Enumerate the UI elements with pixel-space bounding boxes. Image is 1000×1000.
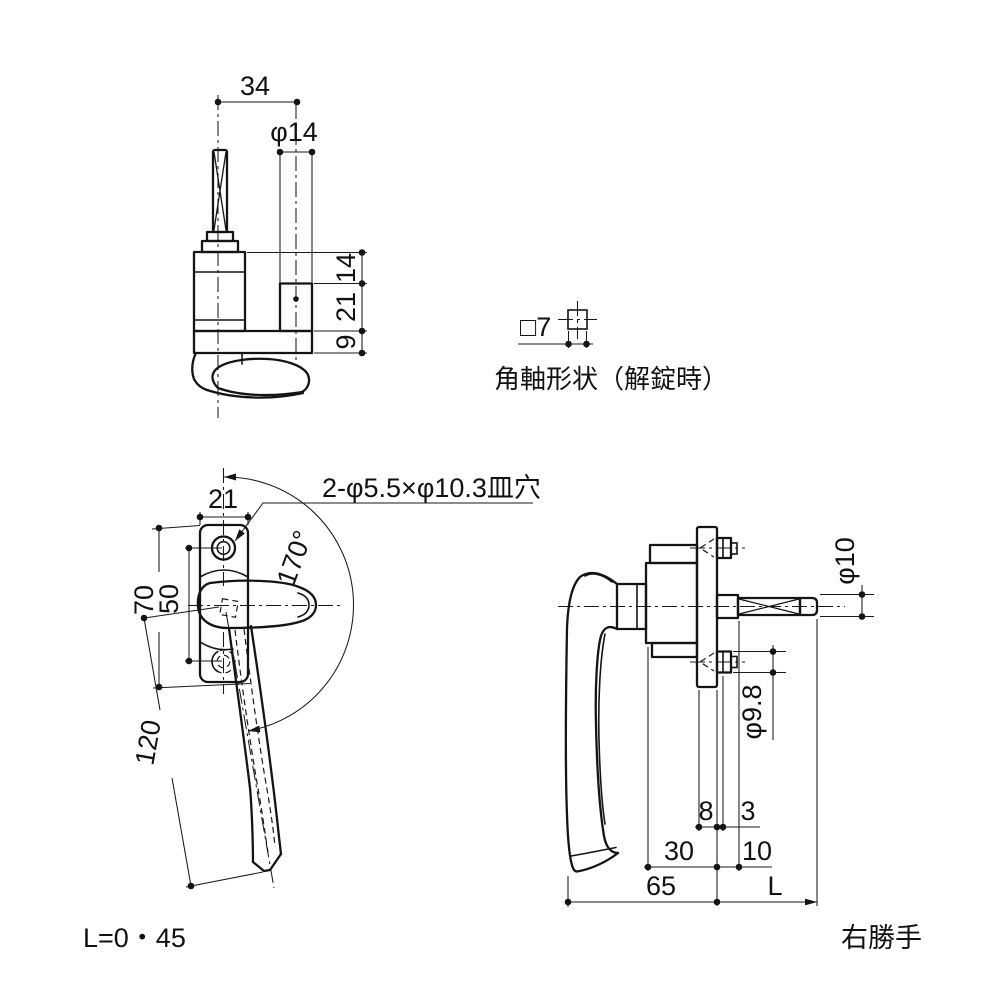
length-note: L=0・45: [83, 923, 186, 953]
lever-tip: [251, 852, 283, 873]
dim-50: 50: [154, 544, 222, 665]
dim-21-front: 21: [196, 484, 252, 525]
screw-bottom: [698, 650, 738, 674]
body-step-top: [648, 543, 699, 565]
dim-phi98-label: φ9.8: [737, 684, 767, 739]
dim-50-label: 50: [154, 584, 184, 614]
front-view: 170° 2-φ5.5×φ10.3皿穴 21 70 50: [83, 468, 541, 953]
mount-plate: [198, 523, 250, 684]
dim-phi14-label: φ14: [270, 117, 318, 147]
handle-body: [192, 250, 247, 333]
screw-top: [698, 536, 738, 560]
dim-L-label: L: [767, 871, 782, 901]
spindle-collar-2: [200, 239, 240, 254]
dim-65-label: 65: [646, 871, 676, 901]
square-hole-hidden: [219, 598, 239, 618]
square-shaft-symbol: □7 角軸形状（解錠時）: [494, 301, 728, 394]
countersink-note: 2-φ5.5×φ10.3皿穴: [234, 473, 541, 542]
side-view: φ10 φ9.8 8 3 30 10: [558, 525, 922, 953]
dim-120-label: 120: [129, 718, 166, 768]
dim-21-front-label: 21: [208, 484, 238, 514]
dim-70: 70: [129, 524, 251, 691]
square-7-label: □7: [520, 312, 551, 342]
base-plate: [192, 329, 314, 355]
grip-hook: [191, 351, 209, 392]
dim-3-label: 3: [740, 796, 755, 826]
body-step-bottom: [650, 641, 699, 659]
countersink-note-label: 2-φ5.5×φ10.3皿穴: [322, 473, 541, 503]
handle-outer-edge: [564, 571, 619, 873]
top-view: 34 φ14 14 21 9: [191, 71, 367, 418]
dim-phi10-label: φ10: [830, 537, 860, 585]
handle-inner-edge: [594, 625, 620, 855]
dim-21-label: 21: [331, 292, 361, 322]
grip-front: [196, 579, 318, 630]
square-shaft-caption: 角軸形状（解錠時）: [494, 364, 728, 394]
catch-block: [278, 282, 314, 333]
dim-14-label: 14: [331, 253, 361, 283]
dim-120: 120: [129, 606, 264, 890]
hand-note: 右勝手: [841, 923, 922, 953]
dim-phi14: φ14: [270, 117, 318, 283]
dim-phi98: φ9.8: [733, 645, 786, 740]
grip-top-outline: [211, 357, 311, 397]
body-main: [644, 561, 699, 645]
spindle-end-cap: [798, 596, 819, 617]
dim-8-3: 8 3: [695, 796, 760, 831]
spindle-collar-1: [205, 230, 235, 243]
dim-phi10: φ10: [820, 537, 874, 620]
dim-stack-right: 14 21 9: [247, 249, 367, 357]
neck: [615, 582, 648, 631]
dim-9-label: 9: [331, 334, 361, 349]
dim-10-label: 10: [742, 836, 772, 866]
dim-30-label: 30: [664, 836, 694, 866]
dim-8-label: 8: [698, 796, 713, 826]
dim-30-10: 30 10: [644, 836, 772, 871]
dim-170-label: 170°: [271, 527, 318, 590]
dim-65-L: 65 L: [564, 871, 817, 906]
dim-70-label: 70: [129, 585, 159, 615]
handle-tip: [575, 851, 620, 873]
dim-34: 34: [214, 71, 301, 106]
lever-right-edge: [249, 624, 283, 856]
dim-34-label: 34: [240, 71, 270, 101]
lever-left-edge: [227, 626, 255, 864]
